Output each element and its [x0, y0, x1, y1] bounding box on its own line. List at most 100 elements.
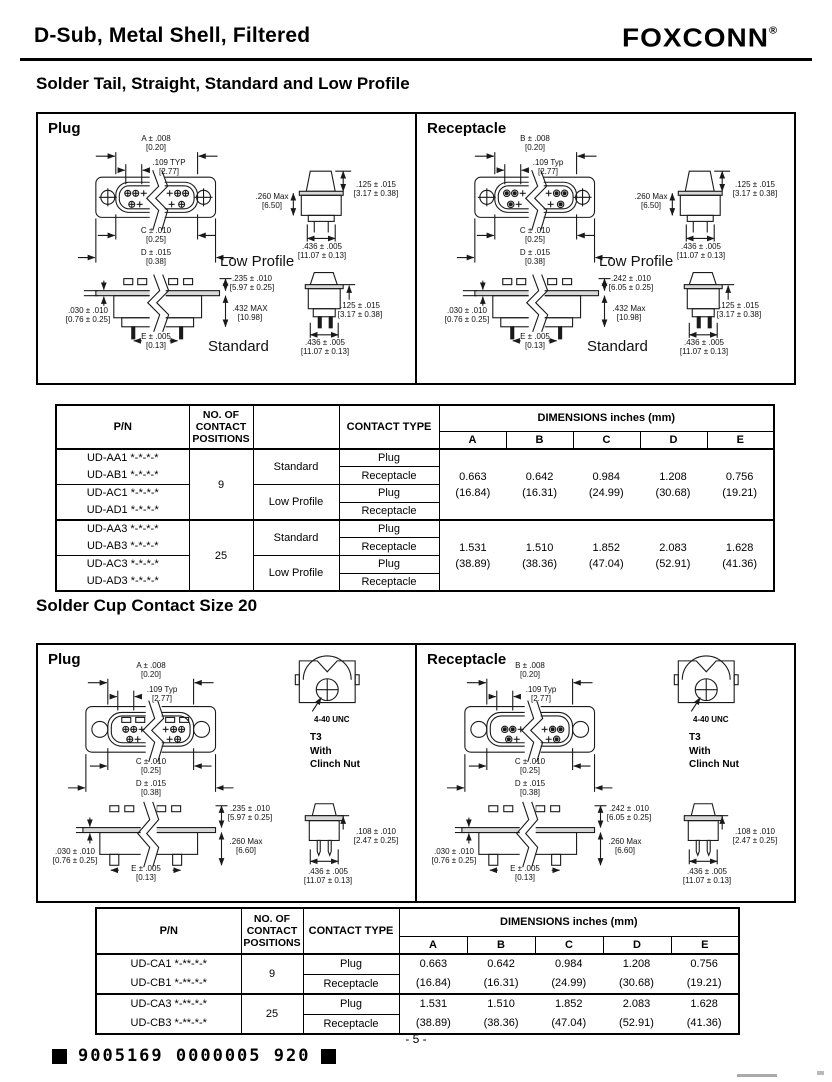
standard-label: Standard [208, 338, 269, 355]
dim-value-mm: (41.36) [722, 557, 758, 570]
dim-e: E ± .005[0.13] [520, 332, 550, 351]
dim-030: .030 ± .010[0.76 ± 0.25] [65, 306, 111, 325]
dim-value: 1.628 [725, 541, 754, 554]
col-b-header: B [505, 430, 574, 450]
dim-value: 1.510 [487, 998, 515, 1010]
dim-value-mm: (24.99) [551, 977, 587, 989]
pn-value: UD-AA1 *-*-*-* [86, 452, 159, 464]
pn-value: UD-AB3 *-*-*-* [86, 540, 159, 552]
dim-260max: .260 Max[6.60] [229, 837, 263, 856]
contact-type-cell: Plug [338, 484, 440, 503]
positions-header: NO. OF CONTACT POSITIONS [240, 907, 304, 955]
dim-c: C ± .010[0.25] [140, 226, 172, 245]
table-row: UD-AA3 *-*-*-*UD-AB3 *-*-*-* 25 Standard… [55, 519, 775, 592]
registered-mark: ® [769, 25, 779, 37]
dim-value: 1.208 [622, 958, 651, 970]
solder-tail-spec-table: P/N NO. OF CONTACT POSITIONS CONTACT TYP… [55, 404, 776, 592]
dim-value-mm: (24.99) [588, 486, 624, 499]
table-header-row: P/N NO. OF CONTACT POSITIONS CONTACT TYP… [95, 907, 740, 955]
receptacle-technical-drawing [446, 655, 739, 874]
dim-value-mm: (47.04) [588, 557, 624, 570]
pn-cell: UD-AA3 *-*-*-*UD-AB3 *-*-*-* [55, 519, 190, 556]
pn-header: P/N [55, 404, 190, 450]
fig2-plug-panel: Plug A ± .008[0.20] .109 Typ[2.77] C ± .… [38, 645, 415, 901]
plug-technical-drawing [77, 152, 356, 344]
profile-cell: Standard [252, 519, 340, 556]
pn-cell: UD-AA1 *-*-*-* UD-AB1 *-*-*-* [55, 448, 190, 485]
section-title-solder-tail: Solder Tail, Straight, Standard and Low … [36, 74, 410, 93]
pn-value: UD-AD3 *-*-*-* [86, 575, 159, 587]
dim-030: .030 ± .010[0.76 ± 0.25] [52, 847, 98, 866]
standard-label: Standard [587, 338, 648, 355]
contact-type-cell: Plug [338, 555, 440, 574]
dim-value-mm: (52.91) [655, 557, 691, 570]
contact-type-cell: Plug [302, 953, 400, 975]
dim-value-mm: (16.84) [415, 977, 451, 989]
page-number: - 5 - [405, 1032, 427, 1046]
table-header-row: P/N NO. OF CONTACT POSITIONS CONTACT TYP… [55, 404, 775, 450]
dim-a: A ± .008[0.20] [136, 661, 166, 680]
dim-e: E ± .005[0.13] [131, 864, 161, 883]
plug-technical-drawing [67, 655, 360, 874]
dim-value: 2.083 [659, 541, 687, 554]
dim-value: 0.984 [592, 470, 621, 483]
dim-436-lowprofile: .436 ± .005[11.07 ± 0.13] [297, 242, 347, 261]
dim-c: C ± .010[0.25] [514, 757, 546, 776]
dim-030: .030 ± .010[0.76 ± 0.25] [431, 847, 477, 866]
table-row: Receptacle [56, 466, 774, 485]
table-row: Receptacle [56, 572, 774, 592]
dim-value-mm: (16.31) [522, 486, 557, 499]
brand-text: FOXCONN [622, 23, 769, 52]
figure-solder-tail: Plug A ± .008[0.20] .109 TYP[2.77] C ± .… [36, 112, 796, 385]
receptacle-label: Receptacle [427, 651, 507, 668]
table-subheader-row: A B C D E [96, 935, 740, 955]
contact-type-cell: Receptacle [302, 973, 400, 995]
col-c-header: C [534, 935, 604, 955]
col-e-header: E [670, 935, 740, 955]
pn-cell: UD-AC1 *-*-*-* UD-AD1 *-*-*-* [55, 484, 190, 521]
dim-value-mm: (52.91) [619, 1017, 654, 1029]
dim-typ: .109 Typ[2.77] [146, 685, 178, 704]
dim-typ: .109 TYP[2.77] [152, 158, 186, 177]
contact-type-cell: Receptacle [338, 466, 440, 485]
dim-d: D ± .015[0.38] [135, 779, 167, 798]
dim-value-mm: (19.21) [722, 486, 758, 499]
pn-value: UD-AD1 *-*-*-* [86, 504, 159, 516]
dim-432max: .432 Max[10.98] [612, 304, 646, 323]
dim-432max: .432 MAX[10.98] [232, 304, 268, 323]
dim-260max: .260 Max[6.50] [255, 192, 289, 211]
header-rule [20, 58, 812, 61]
dim-c: C ± .010[0.25] [135, 757, 167, 776]
pn-value: UD-CA1 *-**-*-* [130, 958, 207, 970]
dim-value-mm: (47.04) [551, 1017, 587, 1029]
pn-value: UD-AC3 *-*-*-* [86, 558, 159, 570]
plug-label: Plug [48, 120, 81, 137]
dim-value: 1.852 [592, 541, 621, 554]
dim-436-standard: .436 ± .005[11.07 ± 0.13] [679, 338, 729, 357]
dim-value: 0.663 [459, 470, 487, 483]
dim-a: A ± .008[0.20] [141, 134, 171, 153]
section-title-solder-cup: Solder Cup Contact Size 20 [36, 596, 258, 615]
dim-c: C ± .010[0.25] [519, 226, 551, 245]
dim-260max: .260 Max[6.60] [608, 837, 642, 856]
positions-cell: 25 [188, 519, 254, 592]
table-row: UD-AC3 *-*-*-*UD-AD3 *-*-*-* Low Profile… [55, 555, 774, 592]
pn-value: UD-AC1 *-*-*-* [86, 487, 159, 499]
dim-value-mm: (38.89) [455, 557, 491, 570]
dim-value-mm: (38.36) [522, 557, 557, 570]
dim-e: E ± .005[0.13] [141, 332, 171, 351]
barcode-start-square-icon [52, 1048, 67, 1064]
pn-value: UD-AB1 *-*-*-* [86, 469, 159, 481]
profile-header [252, 404, 340, 450]
low-profile-label: Low Profile [220, 253, 295, 270]
dim-value-mm: (16.31) [483, 977, 519, 989]
scan-artifact [817, 1071, 824, 1075]
dim-436: .436 ± .005[11.07 ± 0.13] [682, 867, 732, 886]
document-code: 9005169 0000005 920 [52, 1046, 337, 1066]
